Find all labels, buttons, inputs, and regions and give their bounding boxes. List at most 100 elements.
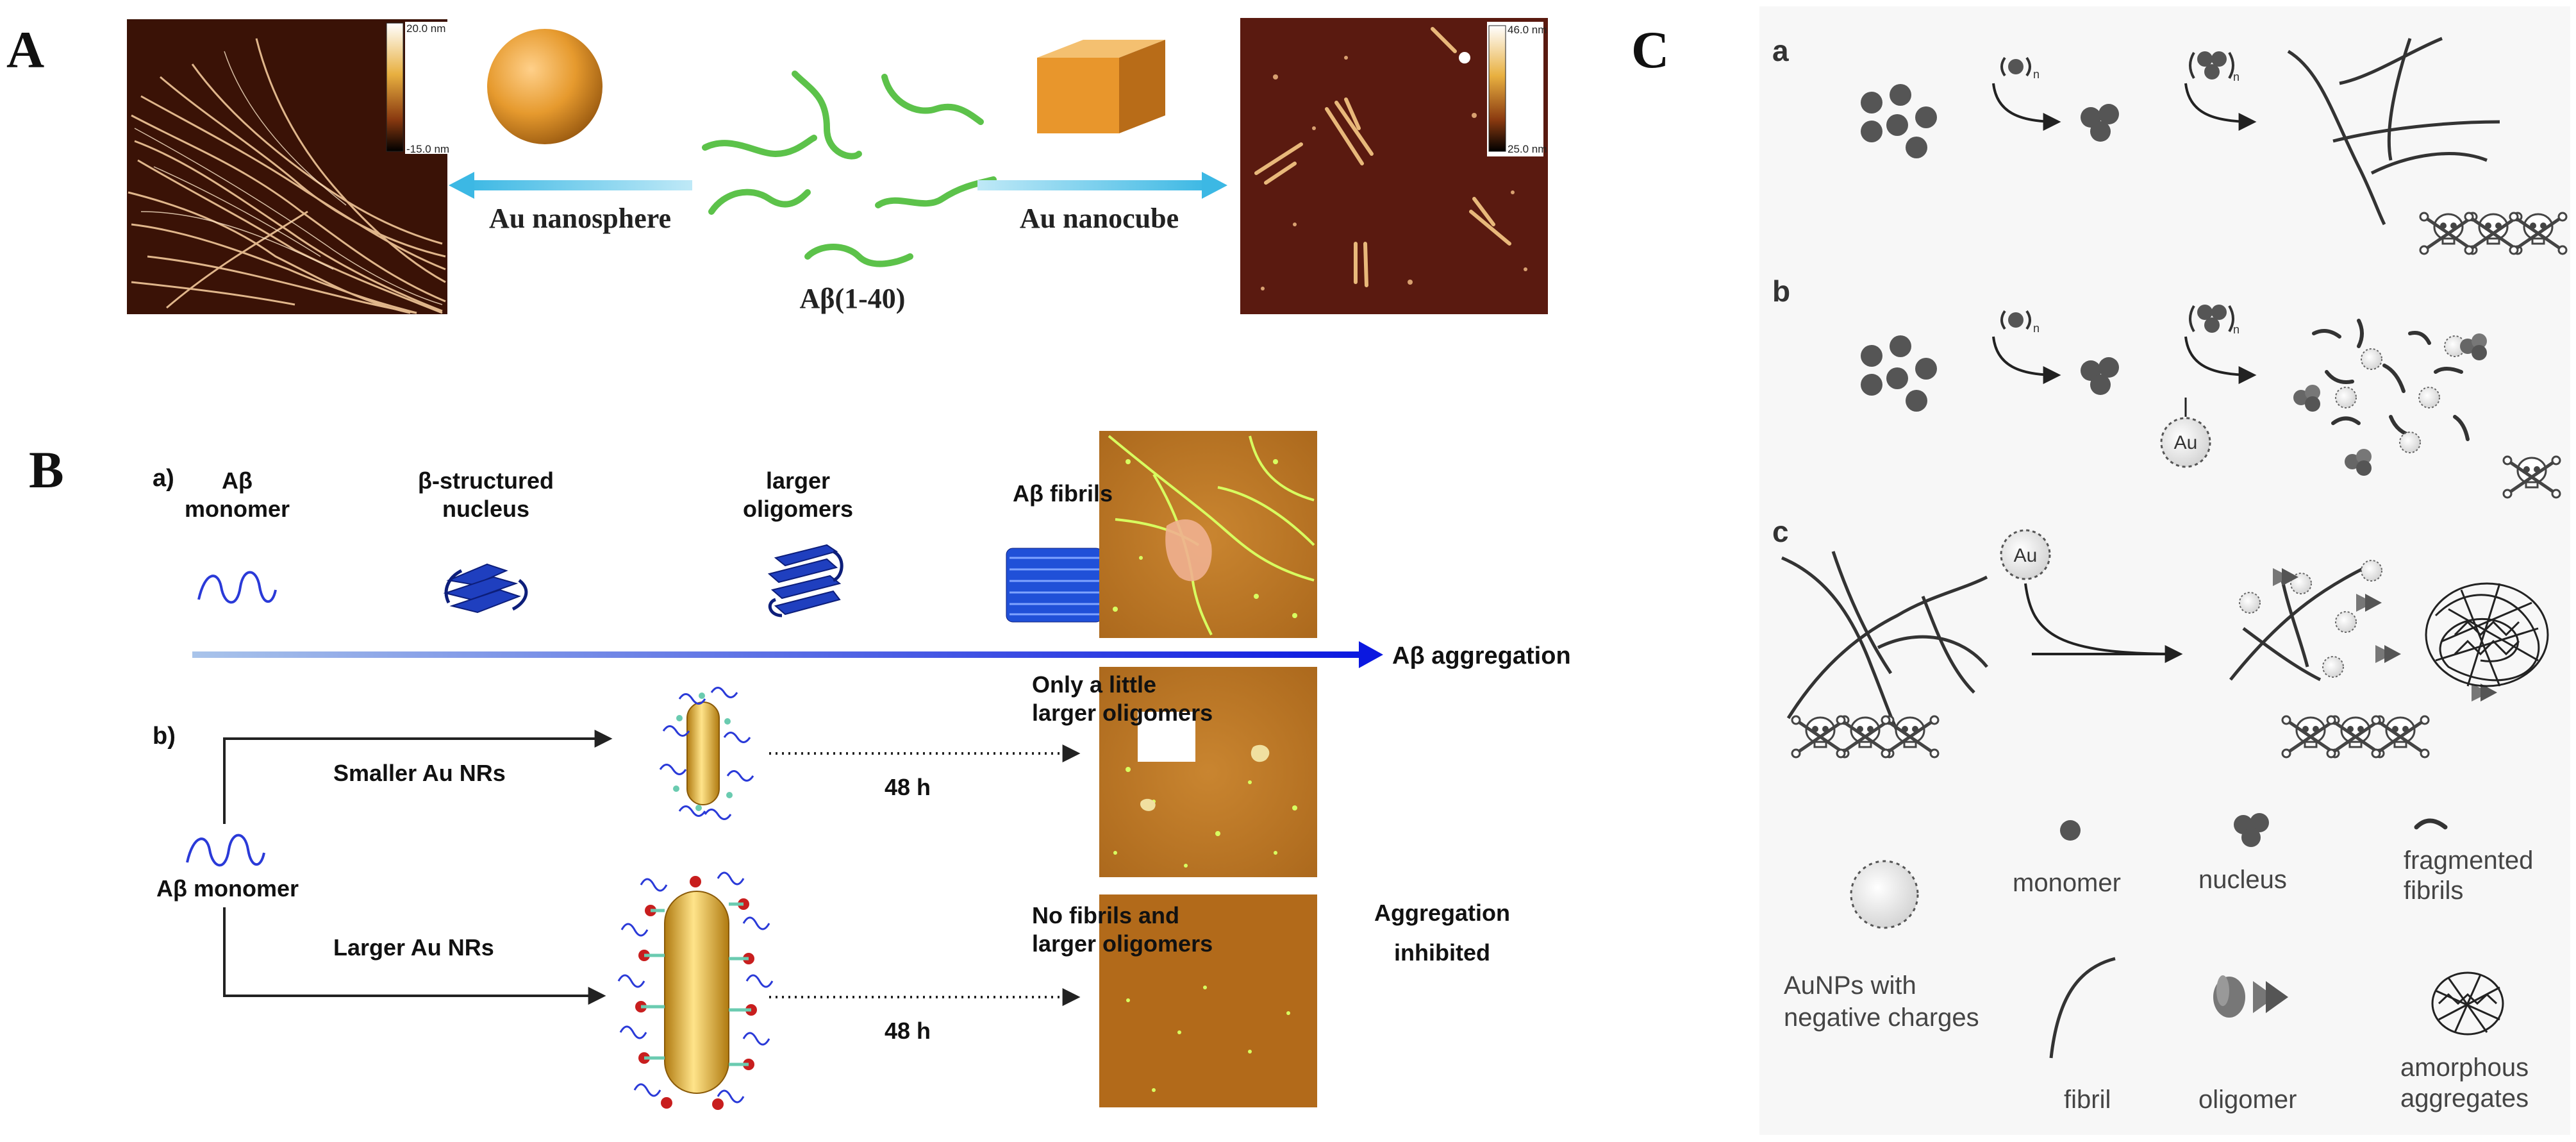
aggregation-arrow-label: Aβ aggregation [1392, 642, 1571, 669]
fibrils-stack-icon [1006, 548, 1103, 623]
small-nanorod-icon [659, 687, 754, 820]
afm-image-large-nrs [1099, 894, 1317, 1107]
panel-a-letter: A [6, 21, 44, 79]
monomers-cluster-a [1861, 84, 1937, 158]
legend-fibril-label: fibril [2064, 1086, 2111, 1114]
legend-amorphous-line2: aggregates [2400, 1084, 2529, 1113]
monomers-cluster-b [1861, 335, 1937, 412]
fibrils-a [2287, 37, 2500, 226]
stage-oligomers-line2: oligomers [743, 496, 853, 522]
row-c-letter: c [1772, 515, 1789, 548]
result-large-line2: larger oligomers [1032, 930, 1213, 957]
outcome-line2: inhibited [1394, 939, 1490, 966]
row-a-letter: a [1772, 34, 1789, 67]
branch-arrows [223, 730, 613, 1005]
monomer-icon-b [186, 834, 265, 867]
afm-image-abeta-fibrils [1099, 431, 1317, 638]
monomer-n-icon-a: n [2000, 56, 2040, 81]
dotted-arrows [769, 744, 1081, 1006]
legend-fibril-icon [2049, 957, 2116, 1059]
arrow-b2 [2184, 336, 2257, 384]
arrow-to-cube [977, 172, 1227, 199]
larger-nrs-label: Larger Au NRs [333, 934, 494, 961]
nucleus-icon-b [2081, 357, 2119, 395]
panel-c-letter: C [1631, 21, 1669, 79]
stage-nucleus-line2: nucleus [442, 496, 529, 522]
time-small: 48 h [885, 774, 931, 800]
arrow-a1 [1992, 83, 2061, 131]
stage-fibrils-line1: Aβ fibrils [1013, 480, 1113, 507]
subscript-n-b1: n [2033, 322, 2040, 335]
legend-monomer-label: monomer [2013, 869, 2121, 897]
afm-scale-bar-right: 46.0 nm 25.0 nm [1487, 22, 1547, 156]
stage-oligomers-line1: larger [766, 467, 830, 494]
stage-nucleus-line1: β-structured [418, 467, 554, 494]
afm-image-small-nrs [1099, 667, 1317, 877]
legend-fragmented-line1: fragmented [2404, 846, 2533, 875]
arrow-a2 [2184, 83, 2257, 131]
legend-aunps-line1: AuNPs with [1784, 971, 1916, 1000]
panel-b-letter: B [29, 441, 64, 499]
arrow-b1 [1992, 336, 2061, 384]
legend-oligomer-icon [2213, 975, 2288, 1018]
outcome-line1: Aggregation [1374, 900, 1510, 926]
legend-amorphous-line1: amorphous [2400, 1054, 2529, 1082]
row-b-tag: b) [153, 723, 176, 750]
legend-fragmented-line2: fibrils [2404, 877, 2463, 905]
nucleus-icon [443, 563, 528, 614]
abeta-peptides-icon [702, 71, 997, 267]
legend: AuNPs with negative charges monomer nucl… [1784, 813, 2533, 1114]
afm-scale-bar-left: 20.0 nm -15.0 nm [386, 22, 449, 155]
abeta-monomer-start-label: Aβ monomer [156, 875, 299, 902]
aggregation-arrow [192, 641, 1383, 668]
panel-a: A [6, 18, 1548, 314]
nucleus-n-icon-b: n [2189, 305, 2239, 336]
time-large: 48 h [885, 1018, 931, 1044]
au-label-c: Au [2014, 545, 2038, 566]
amorphous-aggregate-c [2425, 582, 2549, 687]
result-small-line1: Only a little [1032, 671, 1156, 698]
panel-c-background [1759, 6, 2570, 1135]
au-nanocube-icon [1037, 40, 1165, 133]
nucleus-n-icon-a: n [2189, 51, 2239, 83]
larger-oligomers-icon [767, 544, 843, 617]
scale-right-bottom: 25.0 nm [1508, 143, 1547, 155]
legend-nucleus-label: nucleus [2198, 866, 2287, 894]
row-a-tag: a) [153, 465, 174, 492]
legend-auNP-icon [1850, 860, 1919, 929]
legend-nucleus-icon [2234, 813, 2269, 847]
legend-monomer-icon [2060, 820, 2081, 841]
legend-fragmented-icon [2414, 818, 2448, 830]
abeta-label: Aβ(1-40) [800, 283, 906, 314]
fragmented-fibrils-b [2312, 319, 2470, 441]
row-b-letter: b [1772, 274, 1790, 308]
au-nanosphere-label: Au nanosphere [489, 203, 671, 234]
au-nanosphere-icon [487, 29, 602, 144]
subscript-n-a1: n [2033, 68, 2040, 81]
smaller-nrs-label: Smaller Au NRs [333, 760, 506, 786]
legend-oligomer-label: oligomer [2198, 1086, 2297, 1114]
au-particle-b: Au [2160, 417, 2211, 468]
legend-amorphous-icon [2431, 971, 2504, 1036]
panel-b: B a) Aβ monomer β-structured nucleus lar… [29, 431, 1571, 1110]
scale-right-top: 46.0 nm [1508, 24, 1547, 36]
au-nanocube-label: Au nanocube [1020, 203, 1179, 234]
scale-left-top: 20.0 nm [406, 22, 445, 35]
arrow-to-sphere [449, 172, 692, 199]
panel-c: C a n n [1631, 6, 2570, 1135]
fragmented-fibrils-c [2229, 562, 2373, 682]
subscript-n-a2: n [2233, 71, 2239, 83]
nucleus-icon-a [2081, 104, 2119, 142]
fibrils-c [1781, 551, 1988, 732]
result-small-line2: larger oligomers [1032, 700, 1213, 726]
monomer-icon [197, 571, 277, 604]
large-nanorod-icon [617, 871, 774, 1110]
stage-monomer-line2: monomer [185, 496, 290, 522]
au-particle-c: Au [2000, 529, 2051, 580]
stage-monomer-line1: Aβ [222, 467, 253, 494]
subscript-n-b2: n [2233, 323, 2239, 336]
monomer-n-icon-b: n [2000, 310, 2040, 335]
scale-left-bottom: -15.0 nm [406, 143, 449, 155]
legend-aunps-line2: negative charges [1784, 1003, 1979, 1032]
